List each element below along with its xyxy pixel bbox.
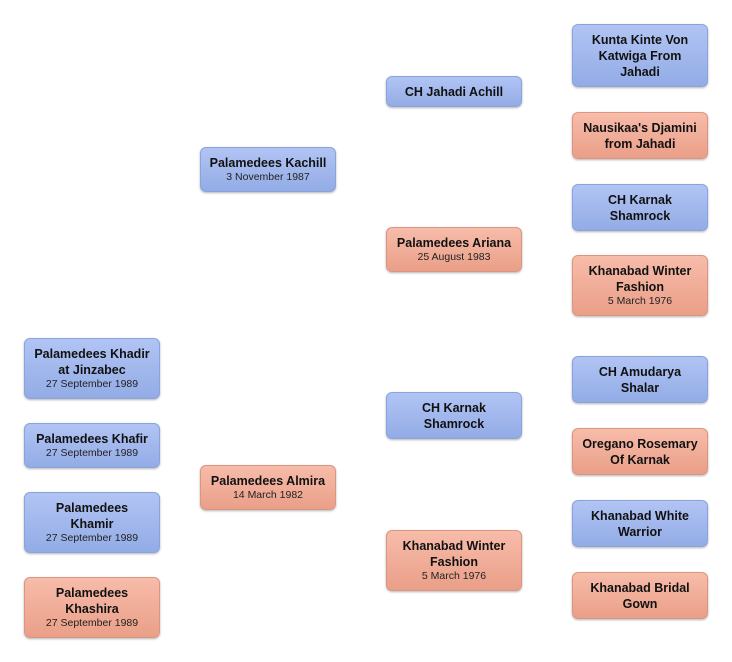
dog-birth-date: 5 March 1976 [607,295,673,307]
dog-name: Kunta Kinte Von Katwiga From Jahadi [591,32,689,79]
dog-name: Palamedees Kachill [209,156,327,170]
node-palamedees-khashira[interactable]: Palamedees Khashira 27 September 1989 [24,577,160,638]
node-ch-jahadi-achill[interactable]: CH Jahadi Achill [386,76,522,107]
node-palamedees-ariana[interactable]: Palamedees Ariana 25 August 1983 [386,227,522,272]
node-palamedees-khadir[interactable]: Palamedees Khadir at Jinzabec 27 Septemb… [24,338,160,399]
dog-birth-date: 5 March 1976 [421,570,487,582]
node-palamedees-kachill[interactable]: Palamedees Kachill 3 November 1987 [200,147,336,192]
dog-name: Khanabad White Warrior [591,508,689,539]
node-ch-amudarya-shalar[interactable]: CH Amudarya Shalar [572,356,708,403]
node-khanabad-winter-fashion-great[interactable]: Khanabad Winter Fashion 5 March 1976 [572,255,708,316]
dog-name: Nausikaa's Djamini from Jahadi [583,120,697,151]
dog-name: Palamedees Khafir [36,432,148,446]
dog-birth-date: 14 March 1982 [232,489,304,501]
node-palamedees-khafir[interactable]: Palamedees Khafir 27 September 1989 [24,423,160,468]
node-nausikaas-djamini[interactable]: Nausikaa's Djamini from Jahadi [572,112,708,159]
dog-birth-date: 27 September 1989 [45,617,139,629]
node-khanabad-bridal-gown[interactable]: Khanabad Bridal Gown [572,572,708,619]
dog-name: Palamedees Khamir [55,501,129,531]
dog-name: Khanabad Bridal Gown [590,580,690,611]
node-ch-karnak-shamrock-great[interactable]: CH Karnak Shamrock [572,184,708,231]
dog-name: Khanabad Winter Fashion [588,264,692,294]
dog-name: Palamedees Khadir at Jinzabec [34,347,150,377]
dog-name: Palamedees Ariana [396,236,512,250]
dog-birth-date: 27 September 1989 [45,378,139,390]
dog-birth-date: 27 September 1989 [45,532,139,544]
dog-birth-date: 25 August 1983 [417,251,491,263]
dog-name: CH Amudarya Shalar [598,364,682,395]
dog-birth-date: 27 September 1989 [45,447,139,459]
dog-name: Khanabad Winter Fashion [402,539,506,569]
node-khanabad-white-warrior[interactable]: Khanabad White Warrior [572,500,708,547]
node-palamedees-almira[interactable]: Palamedees Almira 14 March 1982 [200,465,336,510]
dog-name: CH Karnak Shamrock [608,192,672,223]
node-palamedees-khamir[interactable]: Palamedees Khamir 27 September 1989 [24,492,160,553]
dog-name: Oregano Rosemary Of Karnak [582,436,698,467]
dog-name: Palamedees Khashira [55,586,129,616]
dog-birth-date: 3 November 1987 [226,171,310,183]
dog-name: CH Karnak Shamrock [422,400,486,431]
node-kunta-kinte[interactable]: Kunta Kinte Von Katwiga From Jahadi [572,24,708,87]
node-ch-karnak-shamrock-grandsire[interactable]: CH Karnak Shamrock [386,392,522,439]
dog-name: CH Jahadi Achill [404,84,504,99]
node-khanabad-winter-fashion-granddam[interactable]: Khanabad Winter Fashion 5 March 1976 [386,530,522,591]
node-oregano-rosemary[interactable]: Oregano Rosemary Of Karnak [572,428,708,475]
dog-name: Palamedees Almira [210,474,326,488]
